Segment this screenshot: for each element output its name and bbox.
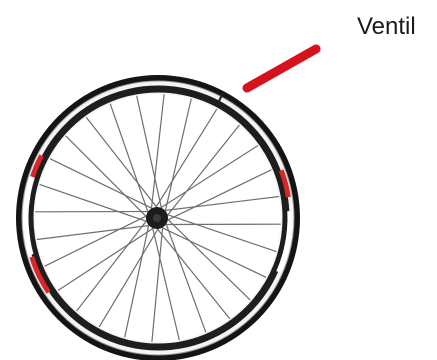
valve-label: Ventil — [357, 11, 416, 43]
valve-pointer — [247, 49, 316, 88]
hub-axle — [153, 214, 161, 222]
wheel — [16, 75, 300, 360]
